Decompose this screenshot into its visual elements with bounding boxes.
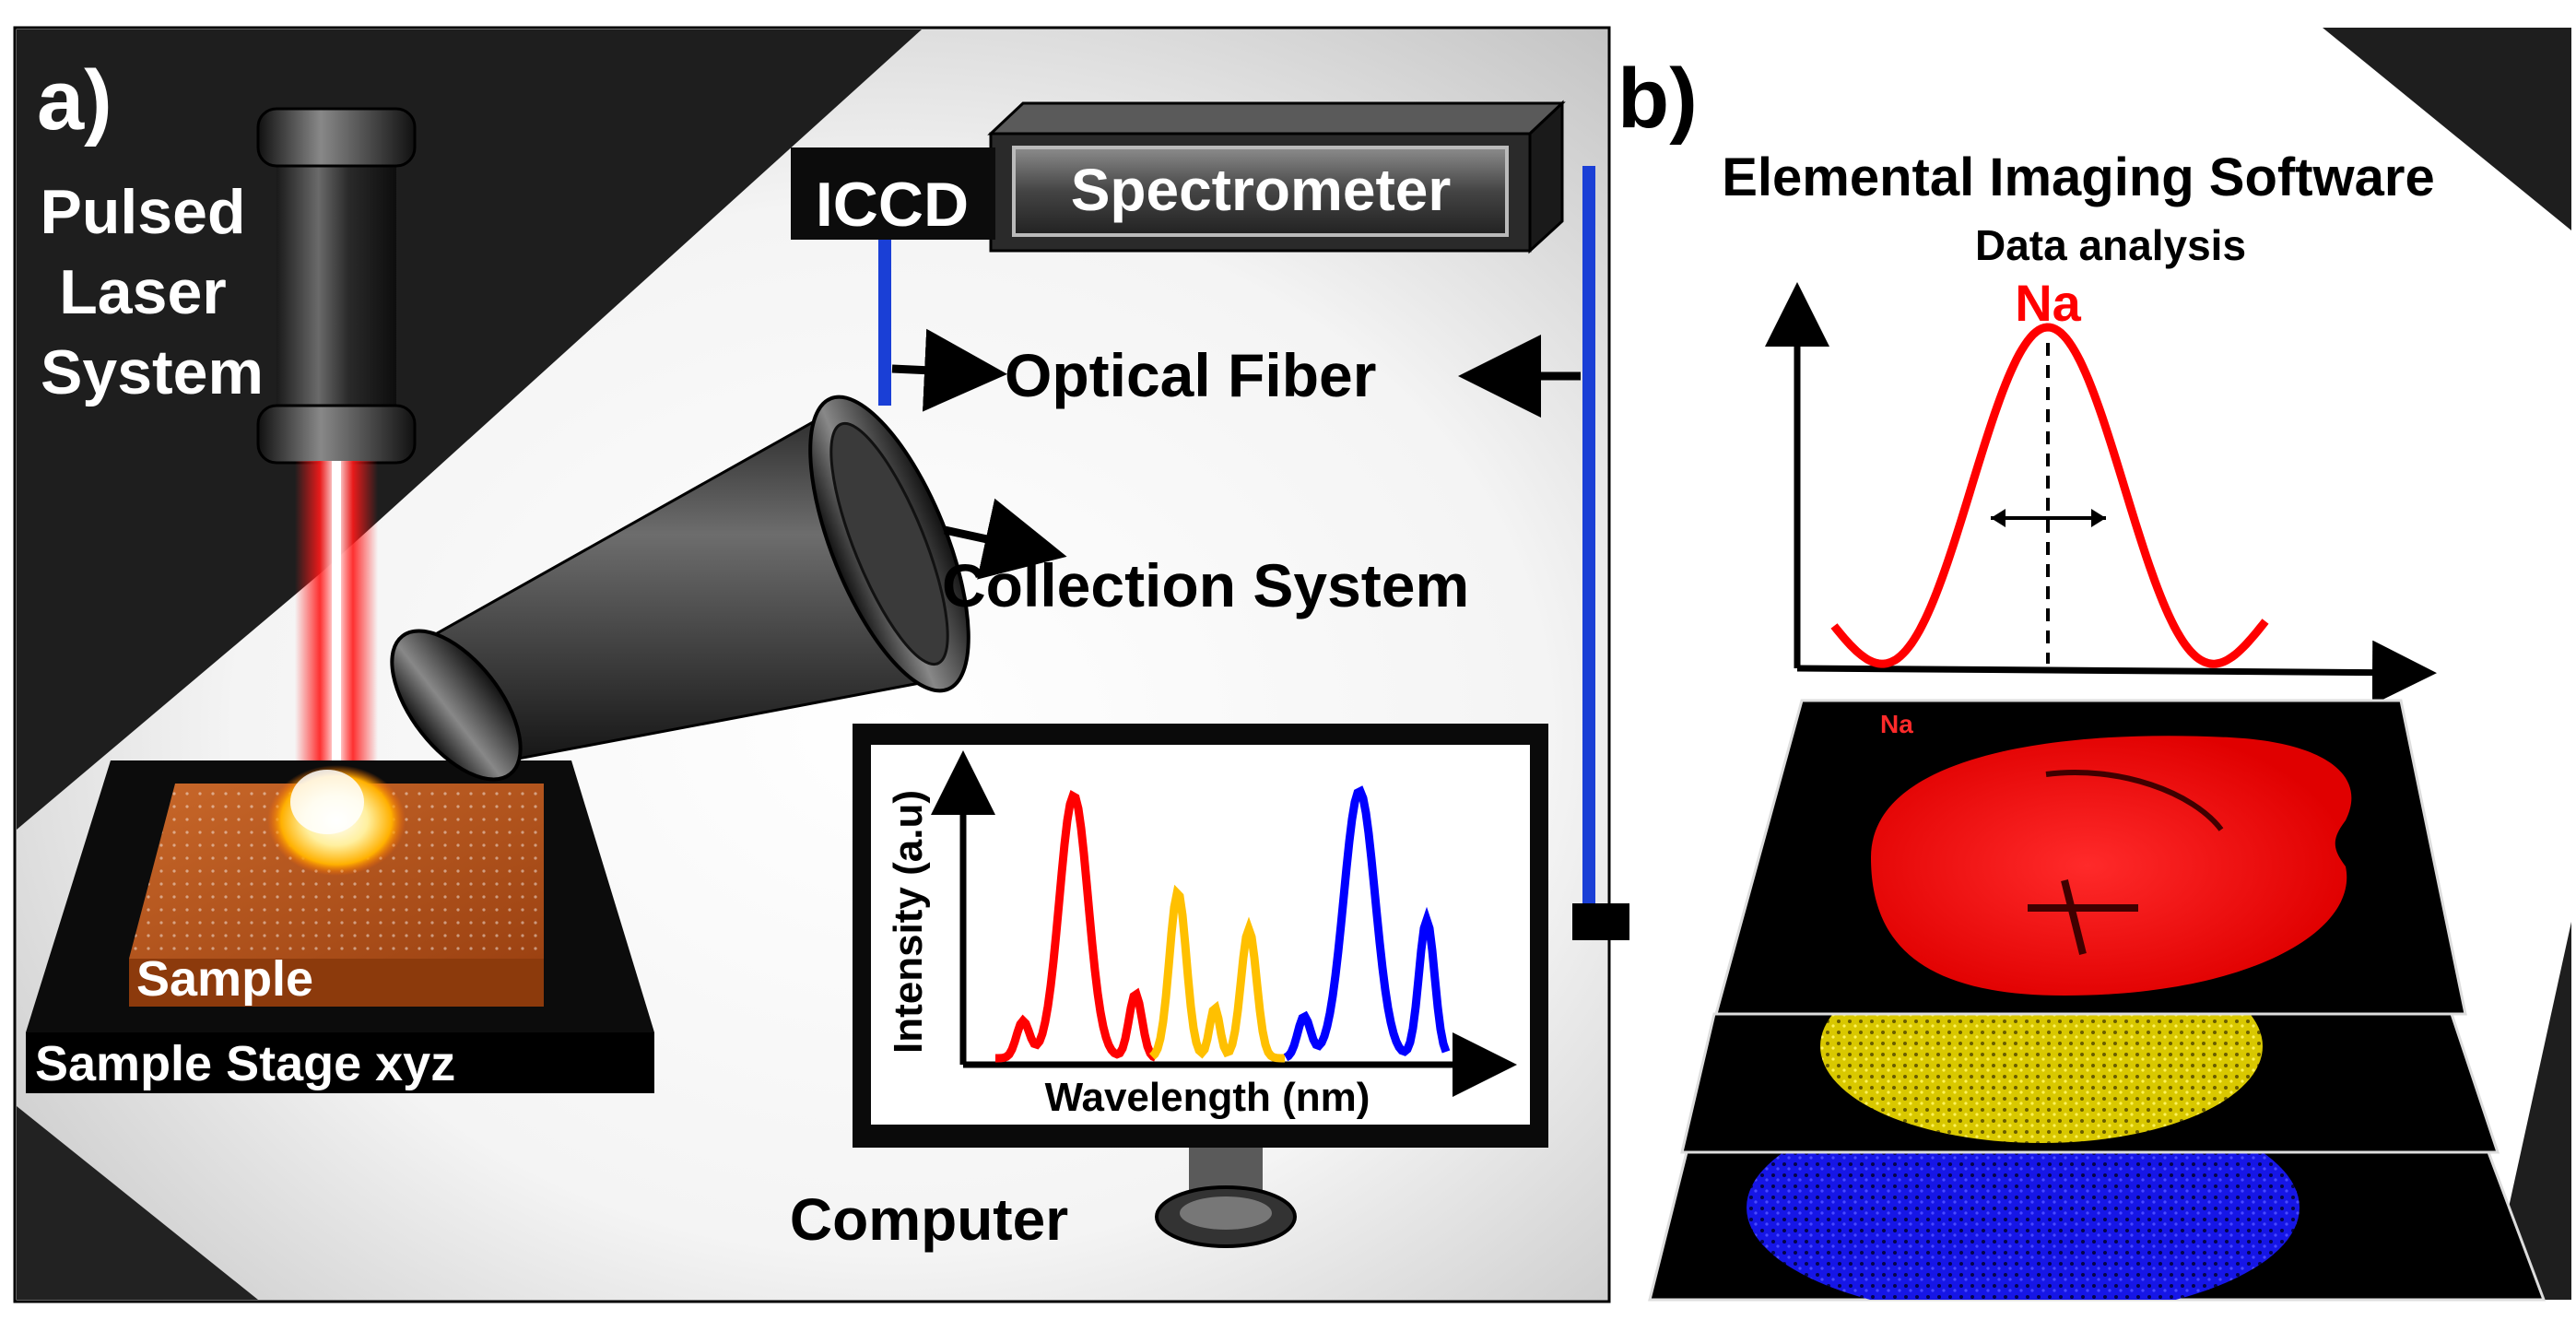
spectrum-series-blue	[1283, 785, 1451, 1062]
sample-stage-label: Sample Stage xyz	[35, 1036, 455, 1091]
screen-spectrum-chart: Wavelength (nm) Intensity (a.u)	[886, 750, 1517, 1120]
panel-a-letter: a)	[37, 53, 112, 147]
blue-element-map	[1747, 1152, 2300, 1300]
iccd-label: ICCD	[816, 170, 969, 240]
panel-b: b) Elemental Imaging Software Data analy…	[1617, 28, 2571, 1302]
screen-x-label: Wavelength (nm)	[1045, 1075, 1370, 1120]
software-title: Elemental Imaging Software	[1722, 147, 2435, 207]
collection-optics	[390, 395, 970, 782]
panel-b-letter: b)	[1617, 52, 1698, 146]
elemental-map-stack: Na	[1648, 699, 2547, 1302]
collection-system-label: Collection System	[942, 551, 1469, 619]
peak-element-label: Na	[2015, 274, 2081, 332]
laser-beam	[295, 461, 378, 774]
collection-arrow	[944, 498, 1067, 580]
iccd-box: ICCD	[791, 147, 995, 240]
spectrum-series-yellow	[1148, 884, 1285, 1063]
laser-label-line1: Pulsed	[41, 177, 246, 247]
sample-label: Sample	[136, 951, 313, 1007]
dark-light-wedge	[17, 29, 922, 830]
spectrometer-label: Spectrometer	[1071, 157, 1452, 223]
peak-x-axis	[1796, 640, 2437, 705]
map-na-label: Na	[1880, 710, 1913, 738]
plasma-plume	[267, 765, 406, 876]
na-element-map	[1871, 736, 2352, 996]
spectrometer-box: Spectrometer	[987, 100, 1566, 254]
map-vessel-2	[2028, 879, 2138, 955]
optical-fiber	[878, 166, 1629, 940]
panel-a: a) Pulsed Laser System Sample Sample Sta…	[13, 26, 1629, 1303]
pulsed-laser-device	[256, 107, 417, 465]
map-vessel-1	[2045, 770, 2224, 831]
fwhm-arrow-right	[2091, 509, 2106, 527]
optical-fiber-label: Optical Fiber	[1005, 341, 1376, 409]
fiber-arrow-left	[891, 328, 1007, 412]
spectrum-series-red	[995, 790, 1158, 1063]
dark-corner-b-top	[2323, 28, 2571, 230]
computer-label: Computer	[790, 1186, 1068, 1253]
laser-label-line2: Laser	[59, 257, 226, 327]
na-peak-curve	[1830, 323, 2269, 668]
software-subtitle: Data analysis	[1975, 221, 2246, 269]
yellow-element-map	[1820, 1014, 2263, 1143]
laser-label-line3: System	[41, 337, 264, 407]
screen-y-label: Intensity (a.u)	[886, 790, 931, 1054]
fwhm-arrow-left	[1991, 509, 2006, 527]
peak-chart: Na	[1765, 274, 2437, 705]
dark-corner	[17, 1106, 258, 1300]
